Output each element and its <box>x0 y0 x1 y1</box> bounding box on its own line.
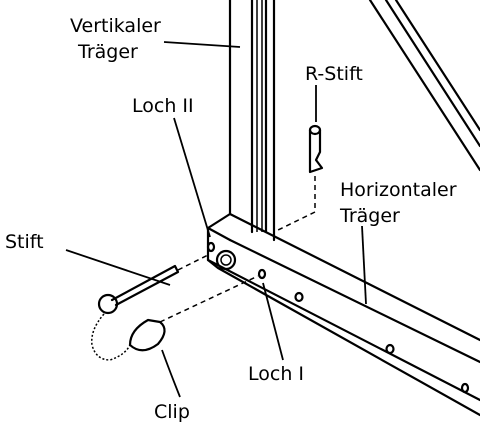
diagonal-frame-member <box>368 0 480 172</box>
label-pin: Stift <box>5 231 44 253</box>
label-clip: Clip <box>154 401 190 423</box>
label-horizontal-beam-1: Horizontaler <box>340 179 457 201</box>
label-horizontal-beam-2: Träger <box>339 205 400 227</box>
label-r-pin: R-Stift <box>305 63 363 85</box>
clip <box>128 275 259 352</box>
pin-with-chain <box>91 253 211 361</box>
vertical-beam <box>228 0 276 242</box>
label-vertical-beam-1: Vertikaler <box>70 15 161 37</box>
leader-lines <box>65 41 367 398</box>
r-pin <box>275 124 324 232</box>
label-hole-1: Loch I <box>248 363 304 385</box>
label-vertical-beam-2: Träger <box>77 41 138 63</box>
label-hole-2: Loch II <box>132 95 194 117</box>
horizontal-beam <box>206 212 480 417</box>
